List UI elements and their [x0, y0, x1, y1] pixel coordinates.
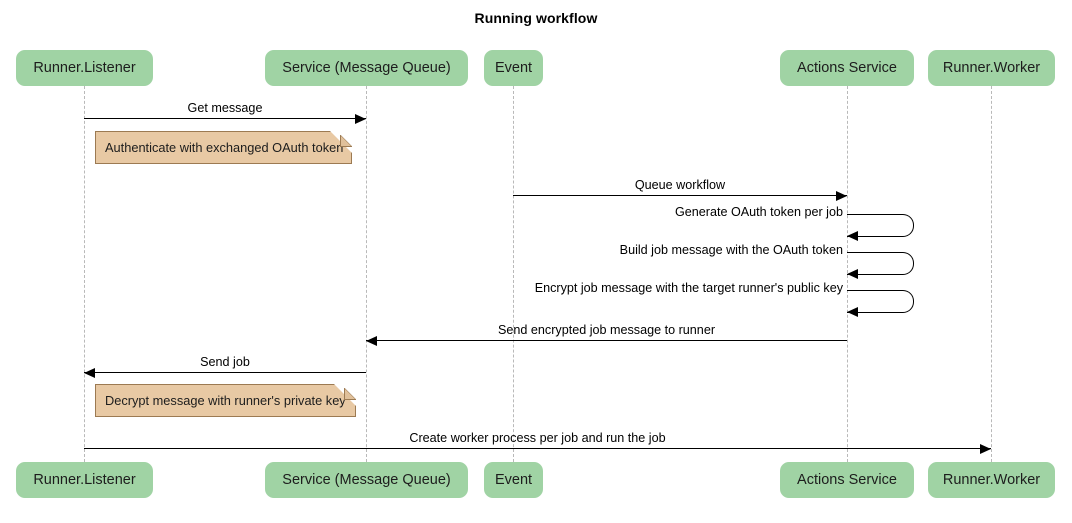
diagram-title: Running workflow: [474, 10, 598, 26]
lifeline-event: [513, 86, 514, 462]
note-text: Decrypt message with runner's private ke…: [105, 393, 346, 408]
participant-label: Runner.Listener: [33, 60, 136, 76]
selfcall-loop-encrypt-job-message: [847, 290, 914, 313]
note-decrypt: Decrypt message with runner's private ke…: [95, 384, 356, 417]
message-line-get-message: [84, 118, 366, 119]
message-label-queue-workflow: Queue workflow: [634, 178, 726, 192]
participant-actions-service-top[interactable]: Actions Service: [780, 50, 914, 86]
arrowhead-send-job: [84, 367, 95, 378]
participant-runner-listener-bottom[interactable]: Runner.Listener: [16, 462, 153, 498]
message-label-send-job: Send job: [200, 355, 250, 369]
participant-label: Runner.Worker: [942, 60, 1041, 76]
participant-service-mq-bottom[interactable]: Service (Message Queue): [265, 462, 468, 498]
arrowhead-send-encrypted-job-message: [366, 335, 377, 346]
participant-runner-listener-top[interactable]: Runner.Listener: [16, 50, 153, 86]
participant-actions-service-bottom[interactable]: Actions Service: [780, 462, 914, 498]
selfcall-loop-generate-oauth-token: [847, 214, 914, 237]
participant-label: Runner.Worker: [942, 472, 1041, 488]
note-authenticate: Authenticate with exchanged OAuth token: [95, 131, 352, 164]
participant-service-mq-top[interactable]: Service (Message Queue): [265, 50, 468, 86]
participant-runner-worker-top[interactable]: Runner.Worker: [928, 50, 1055, 86]
message-label-send-encrypted-job-message: Send encrypted job message to runner: [497, 323, 716, 337]
arrowhead-encrypt-job-message: [847, 307, 858, 318]
message-label-generate-oauth-token: Generate OAuth token per job: [674, 205, 843, 219]
message-label-encrypt-job-message: Encrypt job message with the target runn…: [534, 281, 843, 295]
message-line-queue-workflow: [513, 195, 847, 196]
participant-label: Actions Service: [797, 472, 897, 488]
message-line-send-job: [84, 372, 366, 373]
arrowhead-create-worker-process: [980, 443, 991, 454]
arrowhead-build-job-message: [847, 269, 858, 280]
message-label-create-worker-process: Create worker process per job and run th…: [409, 431, 666, 445]
participant-label: Actions Service: [797, 60, 897, 76]
note-text: Authenticate with exchanged OAuth token: [105, 140, 344, 155]
note-fold-edge: [340, 384, 356, 400]
selfcall-loop-build-job-message: [847, 252, 914, 275]
participant-label: Service (Message Queue): [282, 472, 451, 488]
participant-label: Runner.Listener: [33, 472, 136, 488]
participant-label: Event: [494, 60, 533, 76]
note-fold-edge: [336, 131, 352, 147]
message-line-send-encrypted-job-message: [366, 340, 847, 341]
message-label-build-job-message: Build job message with the OAuth token: [619, 243, 843, 257]
participant-event-bottom[interactable]: Event: [484, 462, 543, 498]
lifeline-runner-worker: [991, 86, 992, 462]
arrowhead-generate-oauth-token: [847, 231, 858, 242]
lifeline-service-mq: [366, 86, 367, 462]
arrowhead-get-message: [355, 113, 366, 124]
participant-label: Service (Message Queue): [282, 60, 451, 76]
message-line-create-worker-process: [84, 448, 991, 449]
participant-runner-worker-bottom[interactable]: Runner.Worker: [928, 462, 1055, 498]
message-label-get-message: Get message: [187, 101, 263, 115]
lifeline-runner-listener: [84, 86, 85, 462]
arrowhead-queue-workflow: [836, 190, 847, 201]
participant-label: Event: [494, 472, 533, 488]
participant-event-top[interactable]: Event: [484, 50, 543, 86]
